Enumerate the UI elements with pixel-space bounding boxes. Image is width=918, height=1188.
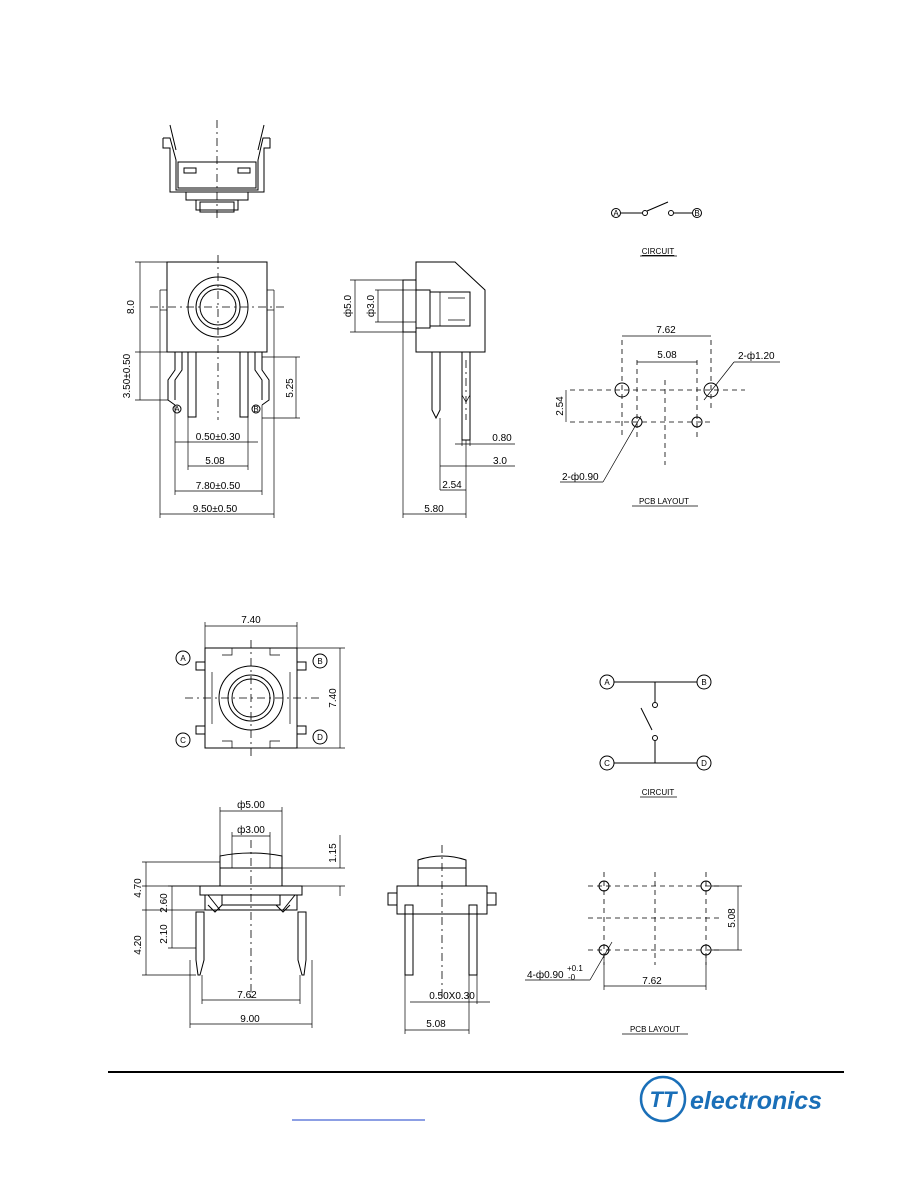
vertical-front-view: ф5.00 ф3.00 1.15 4.70 4.20 2.60 2.10 7.6… [133,799,345,1028]
vertical-pcb-layout: 5.08 7.62 4-ф0.90 +0.1 -0 PCB LAYOUT [525,872,742,1035]
dim-pin-spacing: 5.08 [205,456,225,467]
dim-actuator-height: 1.15 [328,843,339,863]
vpcb-tol-minus: -0 [568,973,576,982]
pcb-layout-label: PCB LAYOUT [639,497,689,506]
pcb-small-holes: 2-ф0.90 [562,471,599,483]
right-angle-top-view [162,120,271,218]
circuit-terminal-a: A [613,209,619,218]
dim-pin-shoulder: 2.10 [159,924,170,944]
dim-actuator-inner: ф3.0 [365,295,377,318]
dim-top-height: 7.40 [328,688,339,708]
vertical-terminal-c: C [180,736,186,745]
dim-actuator-outer: ф5.0 [342,295,354,318]
circuit-label: CIRCUIT [642,247,675,256]
dim-actuator-inner-v: ф3.00 [237,824,265,836]
vcircuit-label: CIRCUIT [642,788,675,797]
dim-pin-section: 0.50X0.30 [429,991,475,1002]
terminal-a-label: A [174,405,180,414]
footer: TT electronics [108,1071,844,1123]
vertical-terminal-b: B [317,657,322,666]
dim-pin-length-v: 4.20 [133,935,144,955]
dim-pin-width: 0.50±0.30 [196,432,241,443]
vcircuit-terminal-a: A [604,678,610,687]
dim-top-width: 7.40 [241,615,261,626]
right-angle-front-view: A B 8.0 3.50±0.50 5.25 0.50±0.30 5.08 7.… [122,255,300,518]
vpcb-height: 5.08 [727,908,738,928]
dim-side-pin-offset: 3.0 [493,456,507,467]
dim-overall-width: 9.50±0.50 [193,504,238,515]
logo-mark: TT [650,1087,678,1112]
dim-body-height: 2.60 [159,893,170,913]
dim-actuator-outer-v: ф5.00 [237,799,265,811]
pcb-large-holes: 2-ф1.20 [738,350,775,362]
vpcb-tol-plus: +0.1 [567,964,583,973]
circuit-terminal-b: B [694,209,699,218]
vpcb-width: 7.62 [642,976,662,987]
vertical-top-view: A B C D 7.40 7.40 [175,615,345,758]
vertical-side-view: 0.50X0.30 5.08 [387,845,497,1034]
dim-pin-length: 5.25 [285,378,296,398]
dim-side-pin-thickness: 0.80 [492,433,512,444]
right-angle-pcb-layout: 7.62 5.08 2.54 2-ф1.20 2-ф0.90 PCB LAYOU… [555,325,780,507]
vertical-terminal-d: D [317,733,323,742]
vcircuit-terminal-d: D [701,759,707,768]
vcircuit-terminal-b: B [701,678,706,687]
vcircuit-terminal-c: C [604,759,610,768]
brand-name: electronics [690,1087,822,1115]
vertical-terminal-a: A [180,654,186,663]
dim-side-depth: 5.80 [424,504,444,515]
dim-height-body: 8.0 [126,300,137,314]
dim-pin-spacing-v: 7.62 [237,990,257,1001]
pcb-width-outer: 7.62 [656,325,676,336]
vpcb-holes: 4-ф0.90 [527,969,564,981]
dim-pin-offset: 3.50±0.50 [122,353,133,398]
pcb-width-inner: 5.08 [657,350,677,361]
dim-body-width: 7.80±0.50 [196,481,241,492]
terminal-b-label: B [253,405,258,414]
dim-side-width-v: 5.08 [426,1019,446,1030]
right-angle-side-view: ф5.0 ф3.0 0.80 3.0 2.54 5.80 [342,261,515,518]
dim-total-height: 4.70 [133,878,144,898]
tt-electronics-logo: TT electronics [639,1075,822,1123]
vpcb-layout-label: PCB LAYOUT [630,1025,680,1034]
dim-overall-width-v: 9.00 [240,1014,260,1025]
pcb-height: 2.54 [555,396,566,416]
vertical-circuit: A B C D CIRCUIT [599,674,712,798]
dim-side-pin-pitch: 2.54 [442,480,462,491]
right-angle-circuit: A B CIRCUIT [611,201,702,257]
